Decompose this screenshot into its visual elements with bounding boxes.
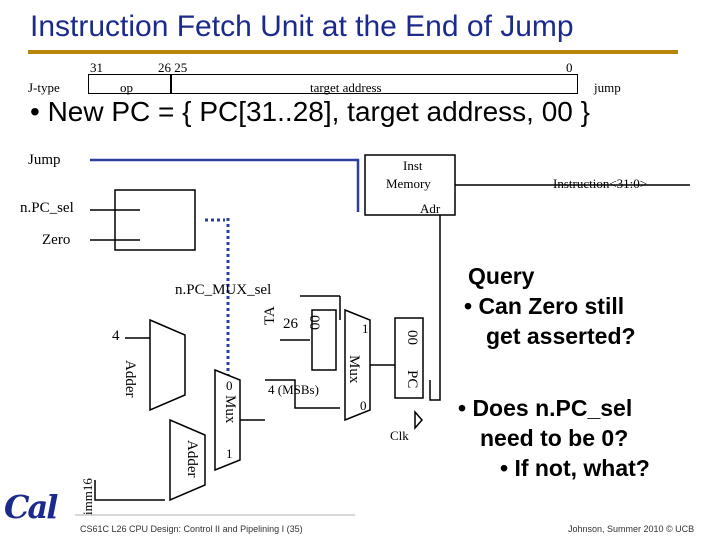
right-mux-shape	[344, 308, 371, 422]
query-q3: • If not, what?	[500, 454, 650, 481]
clk-label: Clk	[390, 428, 409, 443]
instruction-label: Instruction<31:0>	[553, 176, 648, 191]
instruction-format-box	[88, 74, 578, 94]
top-adder-shape	[149, 318, 186, 412]
ta-label: TA	[262, 306, 278, 325]
top-adder-label: Adder	[122, 360, 138, 398]
right-mux-input-0: 0	[360, 398, 367, 413]
adr-label: Adr	[420, 201, 441, 216]
concat-box	[311, 309, 337, 371]
jump-label: Jump	[28, 152, 61, 168]
npc-sel-label: n.PC_sel	[20, 200, 74, 216]
four-label: 4	[112, 328, 120, 344]
query-q1-line2: get asserted?	[486, 322, 636, 349]
right-mux-label: Mux	[346, 355, 362, 384]
pc-to-adr-wire	[429, 215, 441, 401]
footer-left: CS61C L26 CPU Design: Control II and Pip…	[80, 524, 303, 534]
left-mux-input-1: 1	[226, 446, 233, 461]
jump-wire	[90, 158, 360, 212]
pc-register-box	[394, 317, 424, 399]
cal-logo: Cal	[4, 488, 58, 526]
bit-26-25-label: 26 25	[158, 60, 188, 75]
imm16-wire	[94, 480, 165, 501]
npc-mux-sel-label: n.PC_MUX_sel	[175, 282, 272, 298]
query-heading: Query	[468, 263, 535, 289]
query-q2-line2: need to be 0?	[480, 424, 629, 451]
left-mux-shape	[214, 368, 241, 472]
memory-label: Memory	[386, 176, 431, 191]
concat-00-label: 00	[306, 315, 322, 330]
query-block-2: • Does n.PC_sel need to be 0? • If not, …	[452, 394, 692, 484]
bit-0-label: 0	[566, 60, 573, 75]
bit-31-label: 31	[90, 60, 103, 75]
new-pc-bullet: • New PC = { PC[31..28], target address,…	[30, 96, 590, 127]
clk-triangle	[414, 410, 423, 430]
bottom-adder-label: Adder	[184, 440, 200, 478]
query-q2-line1: • Does n.PC_sel	[458, 395, 633, 421]
control-logic-box	[114, 189, 196, 251]
left-mux-label: Mux	[222, 395, 238, 424]
imm16-label: imm16	[80, 478, 95, 515]
target-address-field: target address	[310, 80, 382, 95]
zero-label: Zero	[42, 232, 71, 248]
query-q1-line1: • Can Zero still	[464, 292, 625, 319]
slide-title: Instruction Fetch Unit at the End of Jum…	[30, 10, 574, 43]
right-mux-input-1: 1	[362, 321, 369, 336]
inst-label: Inst	[403, 158, 423, 173]
four-msbs-label: 4 (MSBs)	[268, 382, 319, 397]
twenty-six-label: 26	[283, 316, 298, 332]
pc-00-label: 00	[404, 330, 420, 345]
field-divider	[170, 74, 172, 94]
j-type-label: J-type	[28, 80, 60, 95]
title-rule	[28, 50, 678, 54]
op-field: op	[120, 80, 133, 95]
footer-right: Johnson, Summer 2010 © UCB	[568, 524, 695, 534]
query-block: Query • Can Zero still get asserted?	[458, 262, 688, 352]
bottom-adder-shape	[169, 418, 206, 502]
left-mux-input-0: 0	[226, 378, 233, 393]
pc-label: PC	[404, 370, 420, 389]
jump-type-label: jump	[594, 80, 621, 95]
msbs-wire	[265, 379, 340, 409]
